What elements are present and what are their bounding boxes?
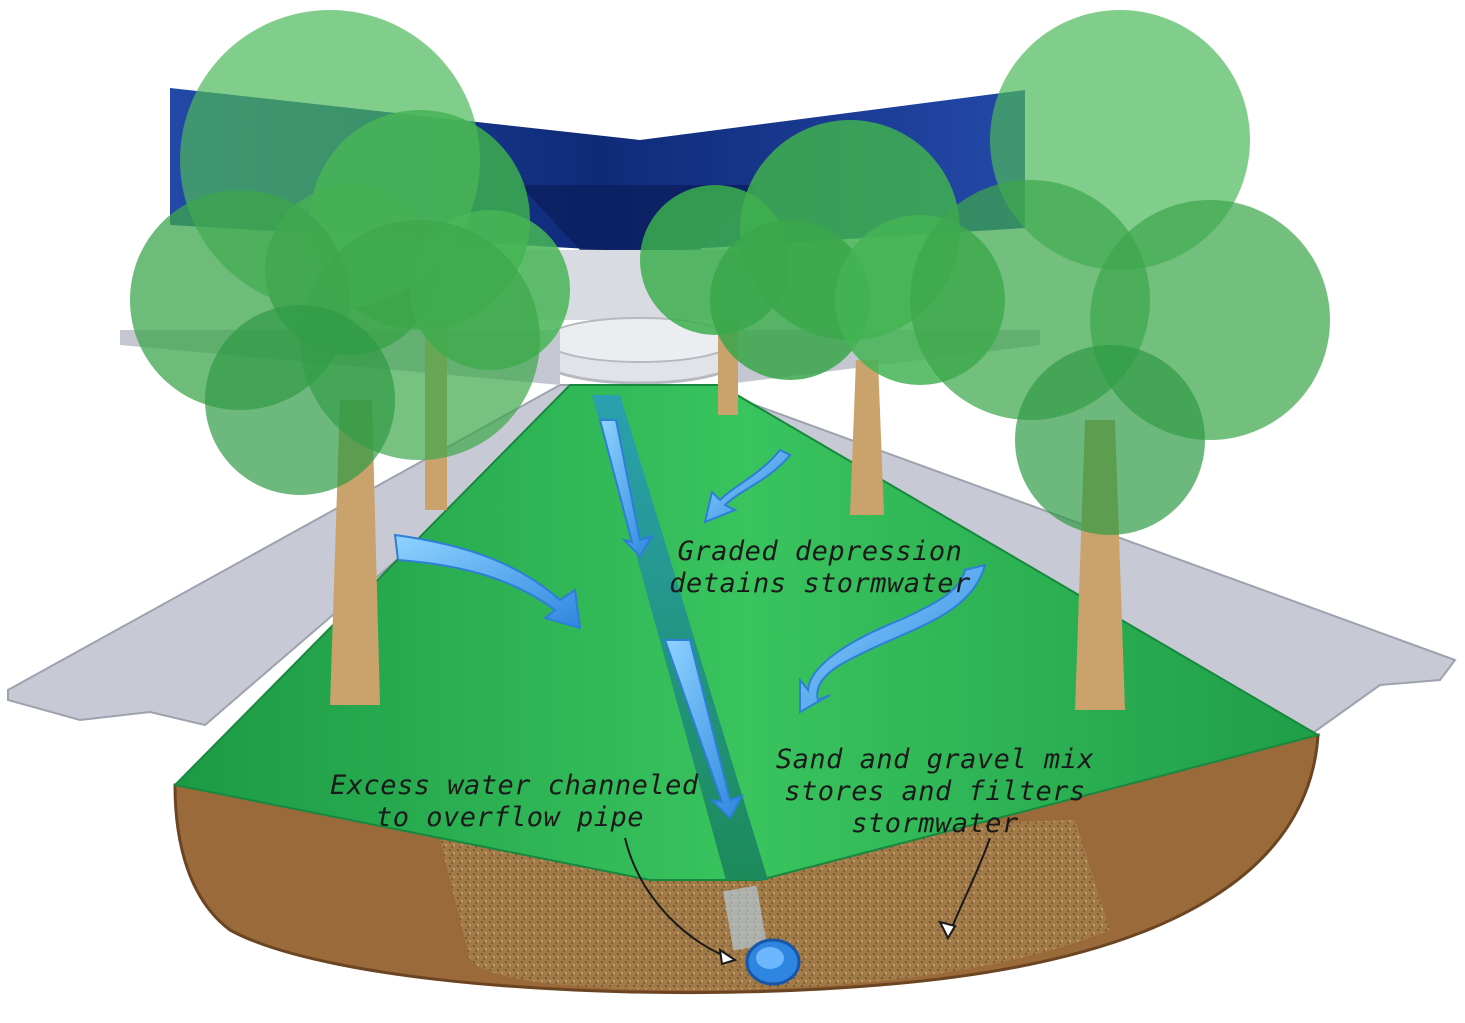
trees: [130, 10, 1330, 710]
leader-excess: [624, 837, 736, 961]
label-line: detains stormwater: [669, 568, 971, 599]
tree-left-front: [130, 10, 540, 705]
overflow-pipe: [723, 885, 801, 986]
leader-lines: [624, 837, 991, 966]
tree-right-front: [910, 10, 1330, 710]
flow-arrow-channel-1: [598, 419, 655, 558]
label-line: to overflow pipe: [375, 802, 645, 833]
label-sand-gravel: Sand and gravel mix stores and filters s…: [770, 744, 1100, 840]
flow-arrow-channel-2: [663, 639, 745, 820]
flow-arrow-left: [393, 533, 582, 630]
pavement-left: [7, 384, 603, 727]
label-line: Graded depression: [677, 536, 963, 567]
flow-arrow-right: [799, 563, 987, 714]
flow-arrows: [393, 419, 987, 820]
label-graded-depression: Graded depression detains stormwater: [640, 536, 1000, 600]
label-line: stores and filters: [784, 776, 1086, 807]
label-line: Sand and gravel mix: [775, 744, 1095, 775]
label-excess-water: Excess water channeled to overflow pipe: [330, 770, 699, 834]
flow-arrow-center-top: [703, 448, 792, 524]
label-line: Excess water channeled: [330, 770, 699, 801]
label-line: stormwater: [851, 808, 1019, 839]
